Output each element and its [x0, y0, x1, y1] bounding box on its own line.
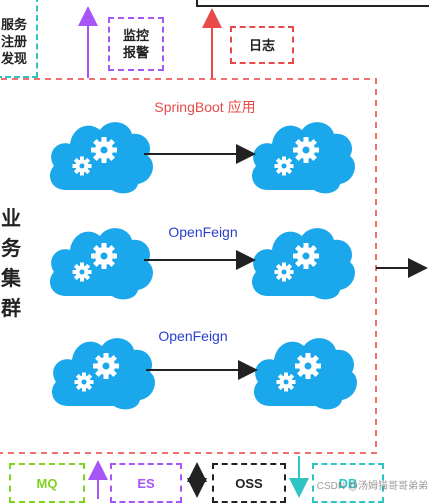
- top-external-box-edge: [196, 0, 429, 7]
- oss-box: OSS: [212, 463, 286, 503]
- monitor-alert-line-2: 报警: [122, 45, 149, 60]
- service-discovery-box: 服务 注册 发现: [0, 0, 38, 78]
- mq-box: MQ: [9, 463, 85, 503]
- service-discovery-line-2: 注册: [0, 34, 27, 49]
- cloud-service-1a: [50, 122, 153, 193]
- monitor-alert-box: 监控 报警: [108, 17, 164, 71]
- oss-label: OSS: [235, 476, 263, 491]
- service-discovery-line-1: 服务: [0, 17, 27, 32]
- cluster-title-char-4: 群: [1, 298, 21, 320]
- log-label: 日志: [248, 38, 275, 53]
- service-discovery-line-3: 发现: [0, 51, 27, 66]
- openfeign-label-2: OpenFeign: [158, 328, 228, 344]
- cluster-title-char-1: 业: [1, 208, 21, 230]
- es-box: ES: [110, 463, 182, 503]
- openfeign-label-1: OpenFeign: [168, 224, 238, 240]
- business-cluster-box: [0, 78, 377, 454]
- cloud-service-3a: [52, 338, 155, 409]
- cluster-title-char-2: 务: [1, 238, 21, 260]
- cloud-service-3b: [254, 338, 357, 409]
- mq-label: MQ: [36, 476, 58, 491]
- springboot-app-label: SpringBoot 应用: [154, 99, 256, 115]
- monitor-alert-line-1: 监控: [122, 28, 149, 43]
- watermark: CSDN @汤姆猫哥哥弟弟: [316, 481, 428, 492]
- db-label: DB: [338, 476, 358, 491]
- cluster-title-char-3: 集: [1, 268, 21, 290]
- log-box: 日志: [230, 26, 294, 64]
- cloud-service-2a: [50, 228, 153, 299]
- es-label: ES: [137, 476, 155, 491]
- cloud-service-2b: [252, 228, 355, 299]
- cloud-service-1b: [252, 122, 355, 193]
- cluster-title: 业 务 集 群: [0, 204, 22, 324]
